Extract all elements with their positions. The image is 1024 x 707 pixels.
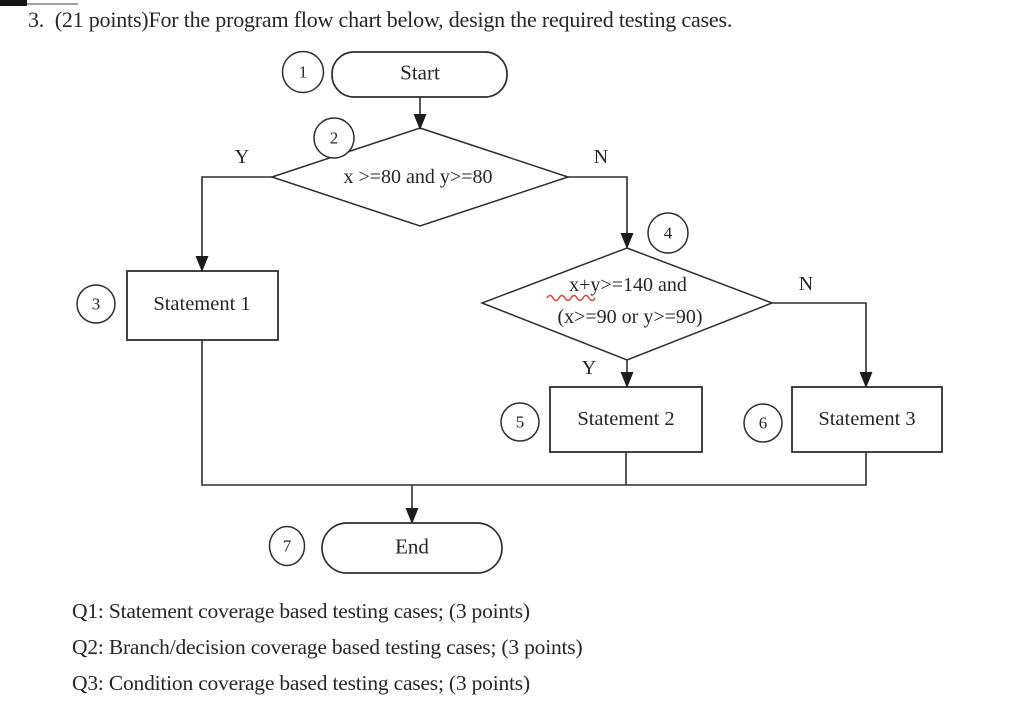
statement3-box (791, 386, 943, 453)
arrowhead-decision1 (413, 114, 427, 130)
arrowhead-statement1 (195, 256, 209, 272)
edge-decision1-no (568, 176, 628, 234)
question-title: 3. (21 points)For the program flow chart… (28, 7, 733, 32)
badge-circle-1 (281, 50, 325, 94)
arrowhead-statement2 (620, 372, 634, 388)
statement2-label: Statement 2 (577, 407, 675, 430)
decision2-label-line1: x+y>=140 and (569, 274, 687, 296)
badge-circle-2 (313, 117, 355, 159)
statement1-label: Statement 1 (153, 292, 251, 315)
badge-circle-6 (743, 403, 783, 443)
question-q2: Q2: Branch/decision coverage based testi… (72, 635, 583, 659)
edge-decision2-no (772, 302, 867, 373)
node-number-6: 6 (758, 413, 768, 433)
end-node-label: End (395, 534, 429, 559)
badge-circle-5 (500, 402, 540, 442)
decision2-no-label: N (798, 273, 814, 295)
question-q1: Q1: Statement coverage based testing cas… (72, 599, 530, 623)
node-number-7: 7 (282, 536, 292, 556)
decision2-diamond (479, 247, 775, 361)
statement1-box (126, 270, 279, 341)
node-number-2: 2 (329, 128, 339, 148)
node-number-4: 4 (663, 223, 673, 243)
edge-join-bottom (201, 340, 867, 486)
badge-circle-7 (268, 525, 306, 567)
start-node-label: Start (400, 60, 440, 85)
decision2-yes-label: Y (581, 357, 597, 379)
statement3-label: Statement 3 (818, 407, 916, 430)
statement2-box (549, 386, 703, 453)
spellcheck-squiggle (546, 294, 596, 302)
decision1-label: x >=80 and y>=80 (343, 166, 493, 188)
node-number-5: 5 (515, 412, 525, 432)
decision2-label-line2: (x>=90 or y>=90) (557, 306, 703, 328)
arrowhead-end (405, 508, 419, 524)
question-q3: Q3: Condition coverage based testing cas… (72, 671, 530, 695)
node-number-3: 3 (91, 294, 101, 314)
badge-circle-3 (76, 284, 116, 324)
arrowhead-statement3 (859, 372, 873, 388)
arrowhead-decision2 (620, 233, 634, 249)
decision1-yes-label: Y (234, 146, 250, 168)
edge-decision1-yes (201, 176, 272, 257)
badge-circle-4 (647, 212, 689, 254)
node-number-1: 1 (298, 62, 308, 82)
scan-artifact-bar (0, 0, 27, 6)
decision1-no-label: N (593, 146, 609, 168)
